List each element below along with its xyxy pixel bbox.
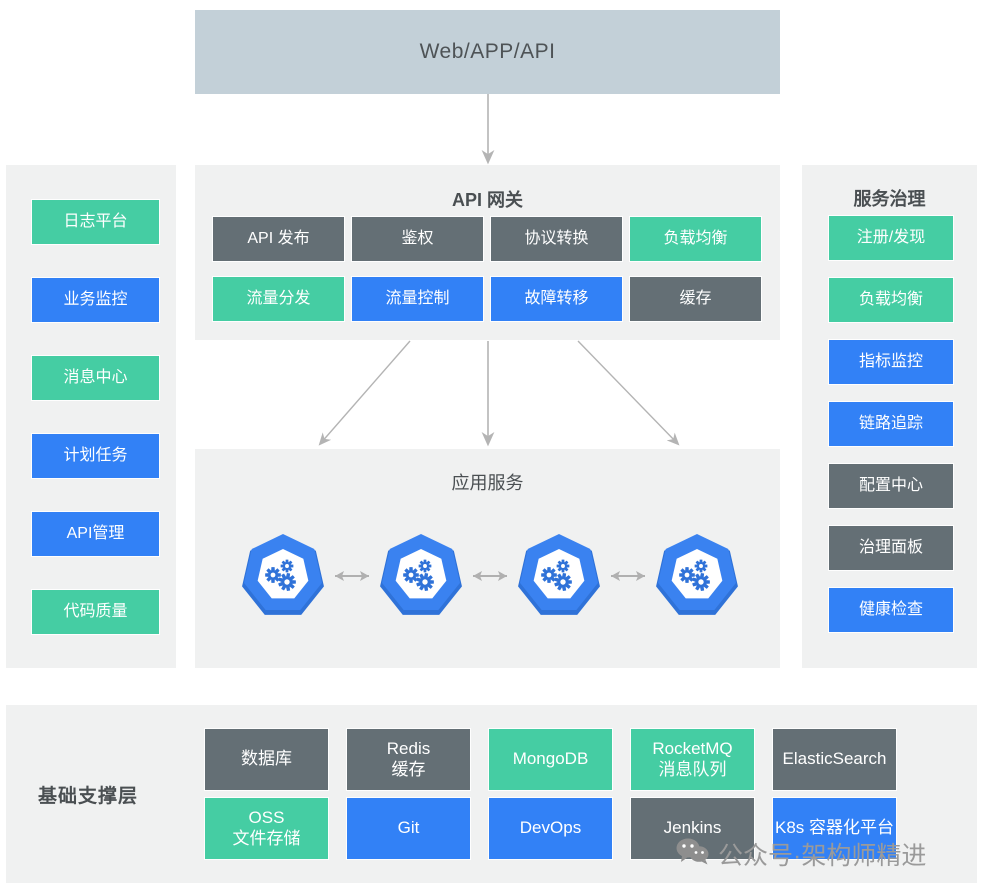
platform-service-tile[interactable]: 日志平台 <box>32 200 159 244</box>
governance-tile[interactable]: 注册/发现 <box>829 216 953 260</box>
service-governance-list: 注册/发现负载均衡指标监控链路追踪配置中心治理面板健康检查 <box>829 216 953 632</box>
tile-label: 治理面板 <box>858 538 923 556</box>
governance-tile[interactable]: 健康检查 <box>829 588 953 632</box>
double-arrow-icon <box>602 568 654 584</box>
platform-services-list: 日志平台业务监控消息中心计划任务 API管理代码质量 <box>32 200 159 634</box>
application-services-panel: 应用服务 <box>195 449 780 668</box>
tile-label: API 发布 <box>247 229 310 247</box>
kubernetes-gears-icon[interactable] <box>654 530 740 622</box>
api-gateway-tile-grid: API 发布 鉴权 协议转换 负载均衡流量分发 流量控制 故障转移 缓存 <box>213 217 761 321</box>
gateway-tile[interactable]: 缓存 <box>630 277 761 321</box>
tile-label: 缓存 <box>679 289 712 307</box>
governance-tile[interactable]: 配置中心 <box>829 464 953 508</box>
application-services-title: 应用服务 <box>451 473 524 493</box>
tile-label: 协议转换 <box>524 229 589 247</box>
tile-label: MongoDB <box>512 749 589 769</box>
infrastructure-tile[interactable]: ElasticSearch <box>773 729 896 790</box>
gateway-tile[interactable]: API 发布 <box>213 217 344 261</box>
platform-service-tile[interactable]: API管理 <box>32 512 159 556</box>
gateway-tile[interactable]: 流量分发 <box>213 277 344 321</box>
tile-label: 计划任务 <box>63 446 128 464</box>
governance-tile[interactable]: 负载均衡 <box>829 278 953 322</box>
tile-label: Git <box>397 818 420 838</box>
kubernetes-gears-icon[interactable] <box>516 530 602 622</box>
application-services-nodes <box>240 526 738 626</box>
tile-label: Jenkins <box>663 818 722 838</box>
tile-label: 故障转移 <box>524 289 589 307</box>
tile-label: 鉴权 <box>401 229 434 247</box>
client-layer-box: Web/APP/API <box>195 10 780 94</box>
wechat-icon <box>676 837 710 872</box>
tile-label: 链路追踪 <box>858 414 923 432</box>
infrastructure-tile[interactable]: Git <box>347 798 470 859</box>
tile-label: RocketMQ <box>652 739 733 759</box>
governance-tile[interactable]: 指标监控 <box>829 340 953 384</box>
arrow-gateway-to-app-left <box>318 340 411 446</box>
tile-label: 配置中心 <box>858 476 923 494</box>
infrastructure-tile[interactable]: DevOps <box>489 798 612 859</box>
tile-label: 健康检查 <box>858 600 923 618</box>
api-gateway-panel: API 网关 API 发布 鉴权 协议转换 负载均衡流量分发 流量控制 故障转移 缓存 <box>195 165 780 340</box>
arrow-gateway-to-app-right <box>577 340 680 446</box>
tile-sublabel: 缓存 <box>391 759 426 779</box>
tile-label: K8s 容器化平台 <box>774 818 895 838</box>
tile-sublabel: 消息队列 <box>658 759 727 779</box>
tile-label: 日志平台 <box>63 212 128 230</box>
platform-service-tile[interactable]: 计划任务 <box>32 434 159 478</box>
platform-service-tile[interactable]: 消息中心 <box>32 356 159 400</box>
platform-services-panel: 日志平台业务监控消息中心计划任务 API管理代码质量 <box>6 165 176 668</box>
gateway-tile[interactable]: 协议转换 <box>491 217 622 261</box>
tile-label: 注册/发现 <box>856 228 926 246</box>
client-layer-label: Web/APP/API <box>419 40 556 63</box>
double-arrow-icon <box>464 568 516 584</box>
infrastructure-tile[interactable]: K8s 容器化平台 <box>773 798 896 859</box>
tile-label: 负载均衡 <box>858 290 923 308</box>
gateway-tile[interactable]: 故障转移 <box>491 277 622 321</box>
kubernetes-gears-icon[interactable] <box>378 530 464 622</box>
watermark-text: 公众号·架构师精进 <box>718 842 927 870</box>
tile-label: 流量控制 <box>385 289 450 307</box>
infrastructure-tile[interactable]: 数据库 <box>205 729 328 790</box>
infrastructure-title: 基础支撑层 <box>38 785 139 807</box>
tile-label: DevOps <box>519 818 582 838</box>
kubernetes-gears-icon[interactable] <box>240 530 326 622</box>
tile-label: 负载均衡 <box>663 229 728 247</box>
api-gateway-title: API 网关 <box>451 190 523 210</box>
tile-label: ElasticSearch <box>782 749 887 769</box>
gateway-tile[interactable]: 流量控制 <box>352 277 483 321</box>
watermark: 公众号·架构师精进 <box>676 836 926 872</box>
service-governance-panel: 服务治理 注册/发现负载均衡指标监控链路追踪配置中心治理面板健康检查 <box>802 165 977 668</box>
platform-service-tile[interactable]: 业务监控 <box>32 278 159 322</box>
governance-tile[interactable]: 治理面板 <box>829 526 953 570</box>
tile-sublabel: 文件存储 <box>232 828 301 848</box>
tile-label: 指标监控 <box>858 352 923 370</box>
tile-label: 流量分发 <box>246 289 311 307</box>
service-governance-title: 服务治理 <box>853 189 926 209</box>
tile-label: Redis <box>386 739 431 759</box>
double-arrow-icon <box>326 568 378 584</box>
tile-label: OSS <box>248 808 285 828</box>
governance-tile[interactable]: 链路追踪 <box>829 402 953 446</box>
infrastructure-tile[interactable]: MongoDB <box>489 729 612 790</box>
tile-label: 代码质量 <box>63 602 128 620</box>
gateway-tile[interactable]: 负载均衡 <box>630 217 761 261</box>
tile-label: 数据库 <box>241 749 292 769</box>
tile-label: 消息中心 <box>63 368 128 386</box>
platform-service-tile[interactable]: 代码质量 <box>32 590 159 634</box>
gateway-tile[interactable]: 鉴权 <box>352 217 483 261</box>
tile-label: API管理 <box>66 524 125 542</box>
tile-label: 业务监控 <box>63 290 128 308</box>
